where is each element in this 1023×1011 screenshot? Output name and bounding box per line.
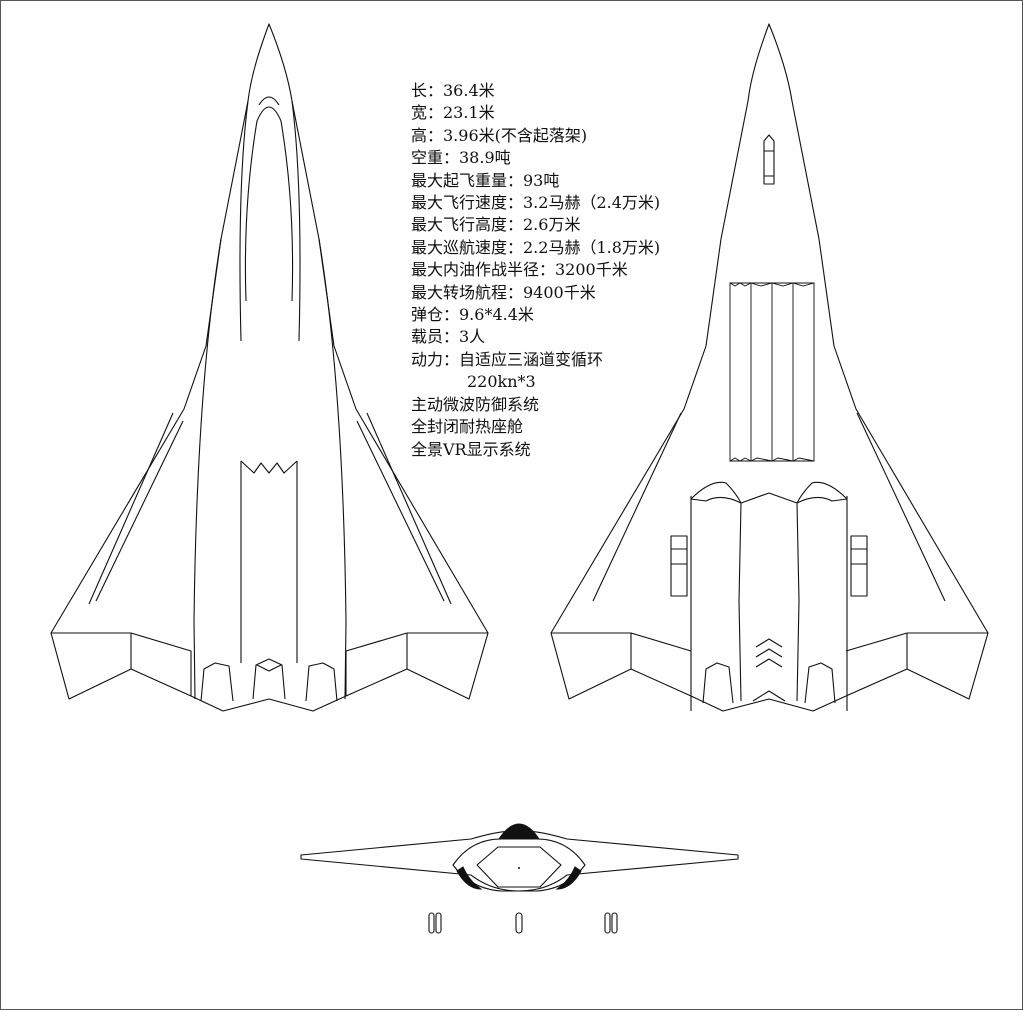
elevon-left	[130, 632, 192, 696]
wing-edge-lines-bottom	[592, 412, 946, 602]
spec-width: 宽：23.1米	[411, 103, 495, 123]
chevrons	[755, 638, 783, 668]
front-centre-dot	[518, 867, 520, 869]
top-view-outline	[50, 23, 489, 712]
fuselage-left-line	[193, 238, 222, 700]
main-gear-right	[850, 535, 868, 597]
weapon-bay-top	[240, 460, 298, 663]
intake-right	[796, 481, 848, 504]
intake-front	[476, 846, 562, 888]
spec-powerplant: 动力：自适应三涵道变循环	[411, 349, 604, 369]
bottom-view-outline	[550, 23, 989, 712]
engine-nozzles-bottom	[702, 662, 836, 704]
spec-height: 高：3.96米(不含起落架)	[411, 125, 588, 145]
spec-max-altitude: 最大飞行高度：2.6万米	[411, 215, 581, 235]
spec-max-cruise-speed: 最大巡航速度：2.2马赫（1.8万米)	[411, 237, 661, 257]
canopy-front	[498, 823, 540, 840]
spec-ferry-range: 最大转场航程：9400千米	[411, 282, 596, 302]
spec-display: 全景VR显示系统	[411, 439, 531, 459]
spec-weapon-bay: 弹仓：9.6*4.4米	[411, 305, 534, 325]
spec-combat-radius: 最大内油作战半径：3200千米	[411, 260, 628, 280]
bottom-view	[550, 23, 989, 712]
spec-length: 长：36.4米	[411, 81, 495, 100]
bottom-fuselage	[690, 492, 848, 711]
top-view-spine	[239, 100, 301, 342]
intake-lip-right	[555, 866, 582, 890]
spec-defense-system: 主动微波防御系统	[411, 394, 540, 414]
fuselage-right-line	[318, 238, 347, 700]
elevon-bottom	[551, 632, 988, 669]
spec-thrust: 220kn*3	[467, 372, 536, 392]
intake-lip-left	[456, 866, 483, 890]
spec-max-takeoff-weight: 最大起飞重量：93吨	[411, 170, 560, 190]
canopy-outline	[244, 106, 294, 302]
landing-gear-front	[428, 912, 618, 934]
front-view	[300, 823, 739, 934]
engine-nozzles-top	[200, 658, 338, 702]
spec-empty-weight: 空重：38.9吨	[411, 148, 511, 168]
spec-crew: 载员：3人	[411, 327, 486, 347]
spec-max-speed: 最大飞行速度：3.2马赫（2.4万米)	[411, 193, 661, 213]
wing-fence-right	[356, 412, 452, 605]
fuselage-front	[452, 838, 586, 892]
main-gear-left	[670, 535, 688, 597]
weapon-bay-doors	[729, 282, 815, 462]
canopy-frame	[258, 96, 280, 106]
spec-cockpit: 全封闭耐热座舱	[411, 417, 524, 437]
spec-list: 长：36.4米 宽：23.1米 高：3.96米(不含起落架) 空重：38.9吨 …	[411, 80, 660, 461]
intake-left	[690, 481, 742, 504]
wing-fence-left	[88, 412, 184, 605]
nose-gear-door	[763, 134, 775, 185]
top-view	[50, 23, 489, 712]
front-view-wings	[300, 830, 739, 892]
elevon-right	[345, 632, 408, 696]
